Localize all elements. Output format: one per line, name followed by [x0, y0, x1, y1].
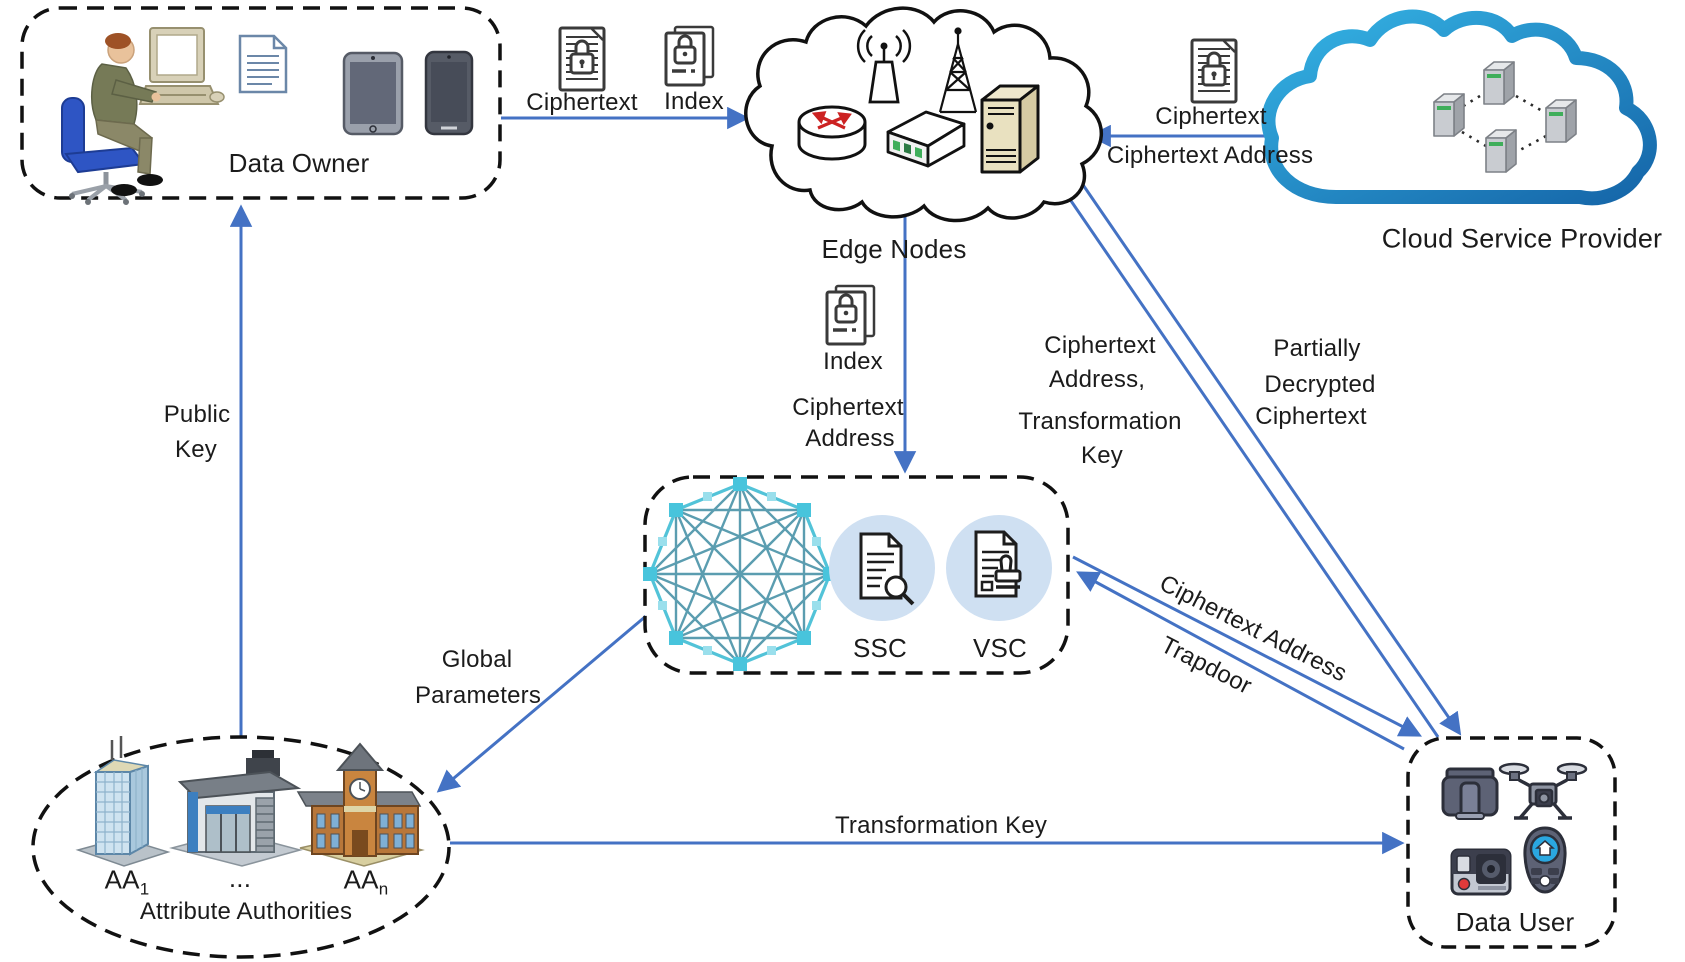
edge-nodes-label: Edge Nodes — [821, 234, 967, 264]
ssc-contract-icon — [829, 515, 935, 621]
blockchain-network-icon — [643, 477, 837, 671]
building-icon-aa1 — [75, 736, 171, 867]
partially-label-line1: Partially — [1273, 335, 1361, 362]
ciphertext-label-owner: Ciphertext — [526, 89, 638, 116]
ssc-label: SSC — [852, 633, 908, 663]
drone-icon — [1498, 762, 1588, 820]
server-icon — [980, 84, 1040, 174]
server-cube-icon — [1485, 129, 1517, 173]
blockchain-address-label: Address — [805, 425, 895, 452]
blockchain-index-label: Index — [823, 348, 883, 375]
blockchain-ciphertext-label: Ciphertext — [792, 394, 904, 421]
aan-label: AAn — [343, 864, 389, 899]
building-icon-aan — [296, 742, 425, 867]
server-cube-icon — [1433, 93, 1465, 137]
public-key-label-line1: Public — [163, 401, 231, 428]
arrow-global-parameters — [436, 614, 647, 793]
attribute-authorities-label: Attribute Authorities — [139, 898, 353, 925]
server-cube-icon — [1483, 61, 1515, 105]
router-icon — [797, 105, 867, 161]
ciphertext-file-icon-cloud — [1190, 38, 1238, 104]
vsc-label: VSC — [972, 633, 1028, 663]
global-parameters-label-line2: Parameters — [414, 682, 542, 709]
smartphone-icon — [424, 50, 474, 136]
user-edge-label-line3: Transformation — [1018, 408, 1182, 435]
server-cube-icon — [1545, 99, 1577, 143]
wireless-antenna-icon — [856, 29, 912, 104]
switch-icon — [886, 110, 966, 168]
user-edge-label-line2: Address, — [1048, 366, 1146, 393]
data-user-label: Data User — [1455, 907, 1575, 937]
arrow-user-to-blockchain-trapdoor — [1076, 571, 1405, 751]
arrow-user-to-edge — [1050, 171, 1440, 738]
aa1-label: AA1 — [104, 864, 150, 899]
vr-headset-icon — [1441, 767, 1499, 820]
edge-csp-address-label: Ciphertext Address — [1106, 142, 1314, 169]
index-files-icon-owner — [664, 25, 715, 87]
index-files-icon-blockchain — [825, 284, 876, 346]
global-parameters-label-line1: Global — [441, 646, 513, 673]
signal-tower-icon — [938, 27, 978, 114]
aa-ellipsis-label: ... — [228, 863, 252, 893]
transformation-key-label: Transformation Key — [834, 812, 1048, 839]
csp-label: Cloud Service Provider — [1381, 223, 1663, 254]
arrow-blockchain-to-user-address — [1072, 555, 1423, 737]
csp-server-cluster — [1433, 61, 1577, 173]
public-key-label-line2: Key — [175, 436, 217, 463]
index-label-owner: Index — [664, 88, 724, 115]
partially-label-line3: Ciphertext — [1255, 403, 1367, 430]
user-edge-label-line1: Ciphertext — [1044, 332, 1156, 359]
arrow-edge-to-user — [1066, 162, 1462, 736]
building-icon-middle — [169, 750, 303, 867]
edge-csp-ciphertext-label: Ciphertext — [1155, 103, 1267, 130]
ciphertext-file-icon-owner — [558, 26, 606, 92]
vsc-contract-icon — [946, 515, 1052, 621]
smart-remote-icon — [1523, 826, 1567, 894]
document-icon — [238, 34, 288, 94]
action-camera-icon — [1450, 848, 1512, 896]
data-owner-label: Data Owner — [228, 148, 370, 178]
partially-label-line2: Decrypted — [1264, 371, 1376, 398]
tablet-icon — [342, 51, 404, 136]
user-edge-label-line4: Key — [1081, 442, 1123, 469]
person-at-computer-icon — [61, 27, 225, 205]
